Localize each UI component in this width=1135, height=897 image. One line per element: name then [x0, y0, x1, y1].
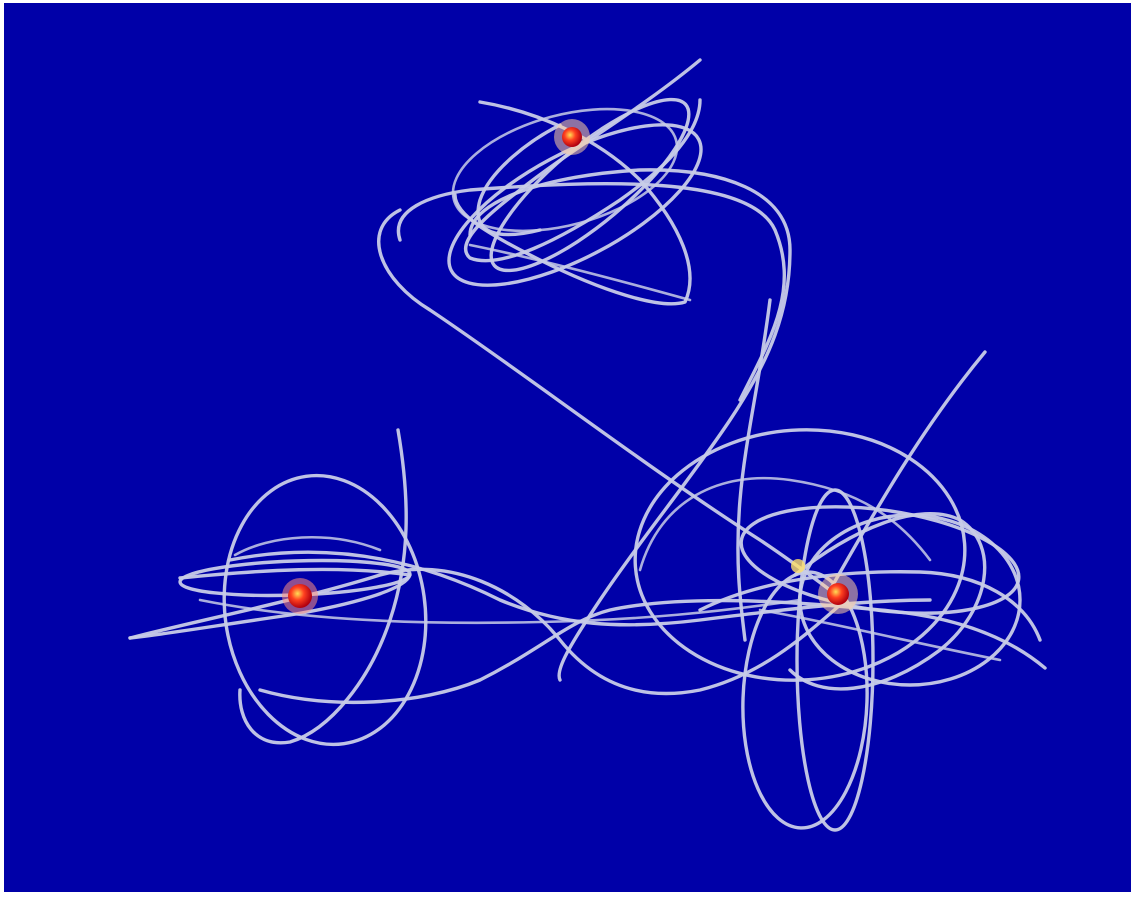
right-body-flare: [791, 559, 805, 573]
left-body: [288, 584, 312, 608]
top-body: [562, 127, 582, 147]
right-body: [827, 583, 849, 605]
